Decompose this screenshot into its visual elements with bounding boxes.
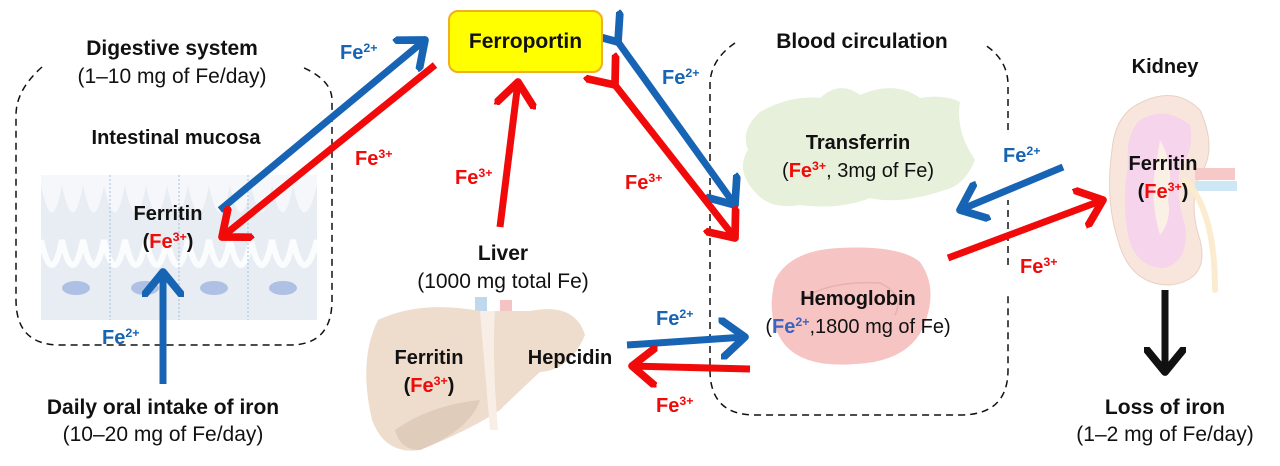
ion-label-fe2-kidney-blood: Fe2+: [1003, 144, 1041, 167]
intake-title: Daily oral intake of iron: [46, 396, 280, 419]
digestive-title: Digestive system: [86, 37, 258, 60]
arrow-mucosa-to-ferroportin-fe2: [217, 40, 425, 213]
liver-title: Liver: [477, 242, 529, 265]
arrow-liver-to-hemoglobin-fe2: [626, 337, 745, 345]
arrow-ferroportin-blood-fe3: [615, 85, 735, 238]
ion-label-fe3-blood-kidney: Fe3+: [1020, 255, 1058, 278]
loss-subtitle: (1–2 mg of Fe/day): [1076, 423, 1254, 446]
liver-subtitle: (1000 mg total Fe): [417, 270, 589, 293]
ion-label-fe3-blood-hepcidin: Fe3+: [656, 394, 694, 417]
hemoglobin-detail: (Fe2+,1800 mg of Fe): [765, 315, 951, 338]
transferrin-detail: (Fe3+, 3mg of Fe): [782, 159, 934, 182]
liver-ferritin-label: Ferritin: [394, 347, 464, 369]
transferrin-blob: [742, 88, 975, 207]
mucosa-label: Intestinal mucosa: [91, 127, 261, 149]
hepcidin-label: Hepcidin: [527, 347, 613, 369]
kidney-illustration: [1109, 94, 1237, 293]
ion-label-fe2-liver-hemoglobin: Fe2+: [656, 307, 694, 330]
hemoglobin-blob: [771, 247, 931, 365]
ion-label-fe3-liver-ferroportin: Fe3+: [455, 166, 493, 189]
kidney-title: Kidney: [1131, 56, 1199, 78]
arrow-blood-to-kidney-fe3: [946, 200, 1103, 262]
loss-title: Loss of iron: [1104, 396, 1226, 419]
intake-subtitle: (10–20 mg of Fe/day): [62, 423, 264, 446]
ferroportin-box: Ferroportin: [448, 10, 603, 73]
ion-label-fe2-intake: Fe2+: [102, 326, 140, 349]
digestive-subtitle: (1–10 mg of Fe/day): [77, 65, 267, 88]
ferroportin-label: Ferroportin: [468, 29, 583, 53]
ion-label-fe2-mucosa-ferroportin: Fe2+: [340, 41, 378, 64]
hemoglobin-label: Hemoglobin: [800, 288, 916, 310]
liver-illustration: [366, 297, 585, 451]
kidney-ferritin-ion: (Fe3+): [1137, 180, 1189, 203]
blood-title: Blood circulation: [776, 30, 948, 53]
ion-label-fe2-ferroportin-blood: Fe2+: [662, 66, 700, 89]
arrow-ferroportin-to-mucosa-fe3: [222, 62, 438, 237]
arrow-kidney-to-blood-fe2: [960, 163, 1065, 210]
arrow-blood-to-hepcidin-fe3: [632, 366, 751, 369]
transferrin-label: Transferrin: [805, 132, 911, 154]
ion-label-fe3-ferroportin-blood: Fe3+: [625, 171, 663, 194]
liver-ferritin-ion: (Fe3+): [403, 374, 455, 397]
kidney-ferritin-label: Ferritin: [1128, 153, 1198, 175]
blood-circulation-boundary: [709, 42, 1009, 416]
arrow-liver-to-ferroportin-fe3: [500, 82, 518, 228]
ion-label-fe3-ferroportin-mucosa: Fe3+: [355, 147, 393, 170]
mucosa-ferritin-label: Ferritin: [133, 203, 203, 225]
mucosa-ferritin-ion: (Fe3+): [142, 230, 194, 253]
digestive-boundary: [15, 66, 333, 346]
